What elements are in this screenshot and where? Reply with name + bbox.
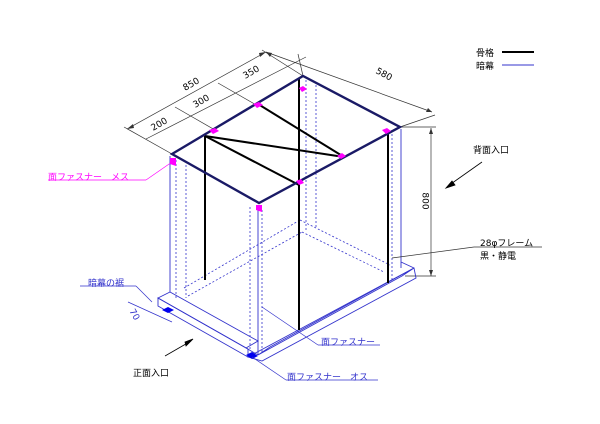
fastener-label: 面ファスナー — [321, 338, 376, 348]
frame-spec-line2: 黒・静電 — [480, 252, 517, 262]
frame-spec-line1: 28φフレーム — [480, 239, 534, 249]
front-entrance-label: 正面入口 — [133, 369, 170, 379]
curtain-hidden-lines — [175, 80, 393, 352]
dim-800: 800 — [419, 192, 430, 210]
frame-skeleton — [204, 79, 389, 330]
dimension-lines — [123, 49, 436, 323]
leader-lines — [48, 161, 542, 381]
legend-curtain-label: 暗幕 — [476, 62, 495, 72]
legend-frame-label: 骨格 — [476, 49, 495, 59]
rear-entrance-label: 背面入口 — [473, 146, 510, 156]
dimension-arrows — [127, 52, 433, 276]
curtain-skirt-label: 暗幕の裾 — [88, 279, 125, 289]
curtain-outline — [157, 129, 417, 362]
fastener-female-markers — [170, 86, 391, 212]
top-frame — [169, 74, 403, 205]
fastener-male-label: 面ファスナー オス — [287, 373, 369, 383]
fastener-male-markers — [162, 307, 258, 359]
fastener-female-label: 面ファスナー メス — [48, 173, 130, 183]
entrance-arrows — [164, 161, 483, 357]
